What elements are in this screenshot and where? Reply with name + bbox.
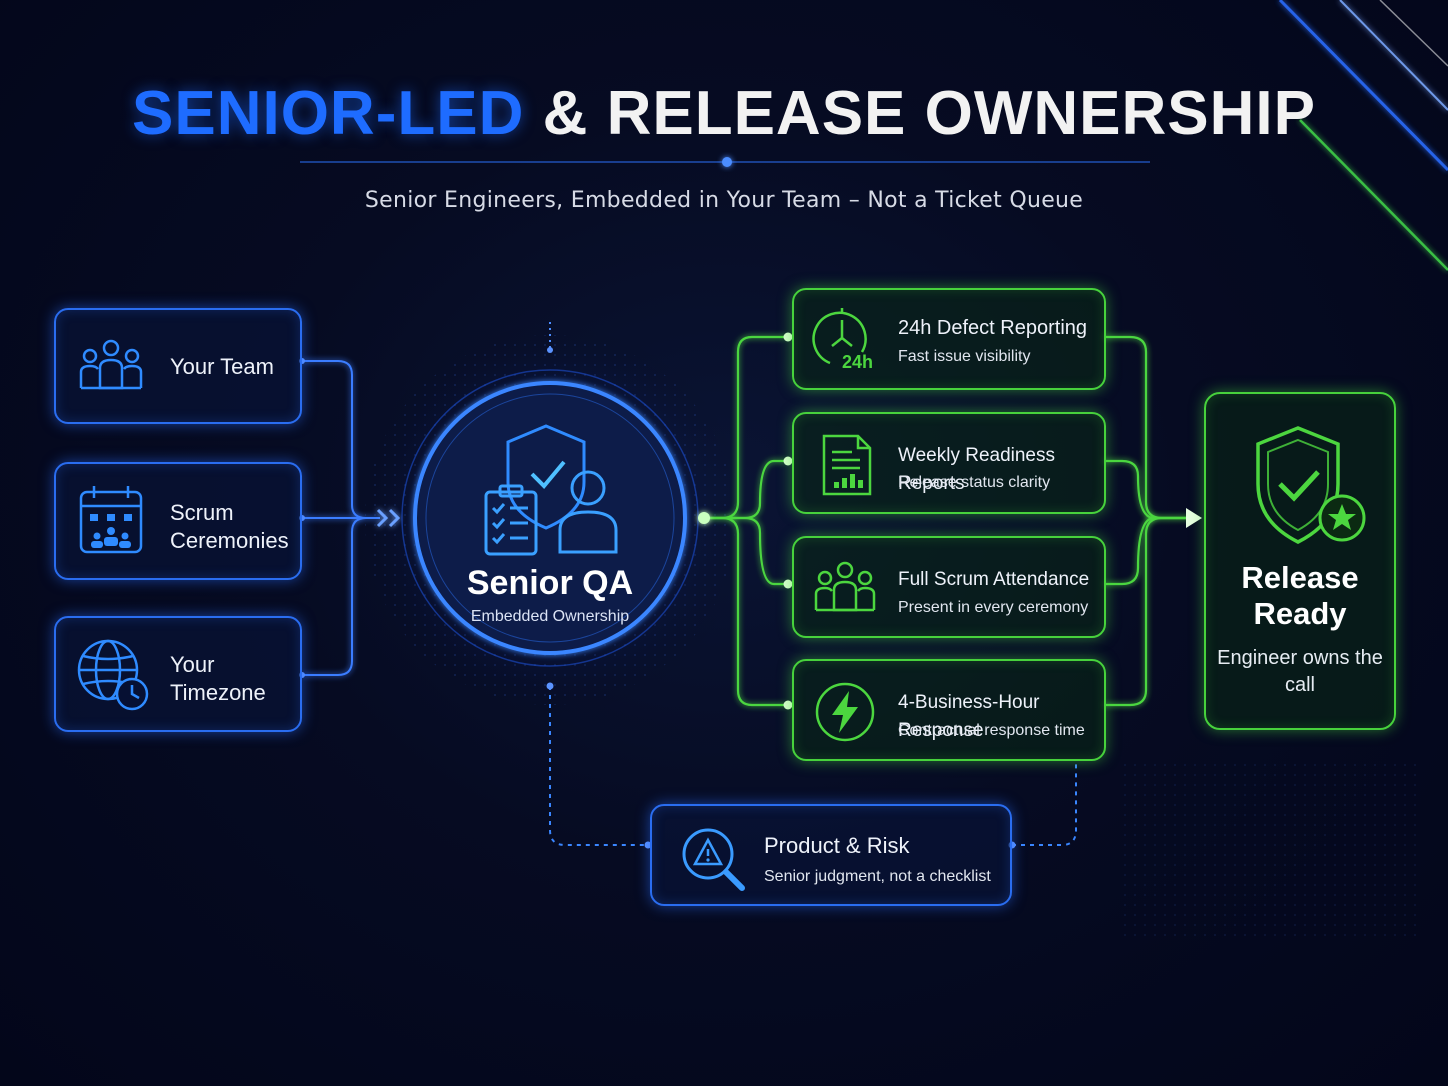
release-ready-box bbox=[1204, 392, 1396, 730]
title-part1: SENIOR-LED bbox=[131, 79, 525, 148]
page-subtitle: Senior Engineers, Embedded in Your Team … bbox=[364, 188, 1084, 213]
output-box-readiness-reports: Weekly Readiness Reports Release status … bbox=[792, 412, 1106, 514]
output-subtitle: Release status clarity bbox=[898, 474, 1051, 491]
output-title: Weekly Readiness Reports bbox=[898, 445, 1056, 494]
arrow-right-icon bbox=[1186, 508, 1202, 528]
risk-connectors bbox=[549, 686, 1077, 846]
input-box-scrum-ceremonies: Scrum Ceremonies bbox=[54, 462, 302, 580]
center-title: Senior QA bbox=[466, 564, 634, 602]
risk-title: Product & Risk bbox=[764, 833, 910, 858]
team-icon bbox=[814, 561, 876, 612]
input-label: Your Timezone bbox=[170, 652, 266, 705]
output-connectors bbox=[704, 335, 1190, 707]
release-ready-title: Release Ready bbox=[1241, 560, 1359, 631]
output-title: 4-Business-Hour Response bbox=[898, 692, 1040, 741]
output-title: 24h Defect Reporting bbox=[898, 317, 1088, 339]
lightning-icon bbox=[815, 682, 875, 742]
senior-qa-icon bbox=[484, 424, 618, 556]
warning-search-icon bbox=[682, 828, 745, 891]
input-label: Scrum Ceremonies bbox=[170, 500, 289, 553]
calendar-icon bbox=[79, 486, 143, 554]
report-icon bbox=[822, 434, 872, 496]
input-box-your-timezone: Your Timezone bbox=[54, 616, 302, 732]
output-box-defect-reporting: 24h 24h Defect Reporting Fast issue visi… bbox=[792, 288, 1106, 390]
input-label: Your Team bbox=[170, 354, 274, 379]
output-title: Full Scrum Attendance bbox=[898, 569, 1090, 590]
output-subtitle: Contractual response time bbox=[898, 722, 1085, 739]
globe-clock-icon bbox=[77, 639, 149, 711]
risk-subtitle: Senior judgment, not a checklist bbox=[764, 868, 991, 885]
title-part2: & RELEASE OWNERSHIP bbox=[542, 79, 1316, 148]
page-title: SENIOR-LED & RELEASE OWNERSHIP bbox=[0, 78, 1448, 149]
output-box-response-time: 4-Business-Hour Response Contractual res… bbox=[792, 659, 1106, 761]
center-subtitle: Embedded Ownership bbox=[470, 608, 630, 625]
chevron-right-icon bbox=[376, 508, 401, 528]
input-box-your-team: Your Team bbox=[54, 308, 302, 424]
clock-24h-icon: 24h bbox=[812, 308, 873, 370]
senior-qa-circle bbox=[413, 381, 687, 655]
team-icon bbox=[79, 339, 143, 390]
corner-light-streaks bbox=[1278, 0, 1448, 271]
input-connectors bbox=[302, 360, 380, 676]
clock-badge-text: 24h bbox=[842, 352, 873, 370]
release-ready-subtitle: Engineer owns the call bbox=[1217, 647, 1383, 696]
output-subtitle: Present in every ceremony bbox=[898, 599, 1089, 616]
output-box-scrum-attendance: Full Scrum Attendance Present in every c… bbox=[792, 536, 1106, 638]
shield-star-icon bbox=[1256, 426, 1366, 544]
product-risk-box: Product & Risk Senior judgment, not a ch… bbox=[650, 804, 1012, 906]
output-subtitle: Fast issue visibility bbox=[898, 348, 1031, 365]
